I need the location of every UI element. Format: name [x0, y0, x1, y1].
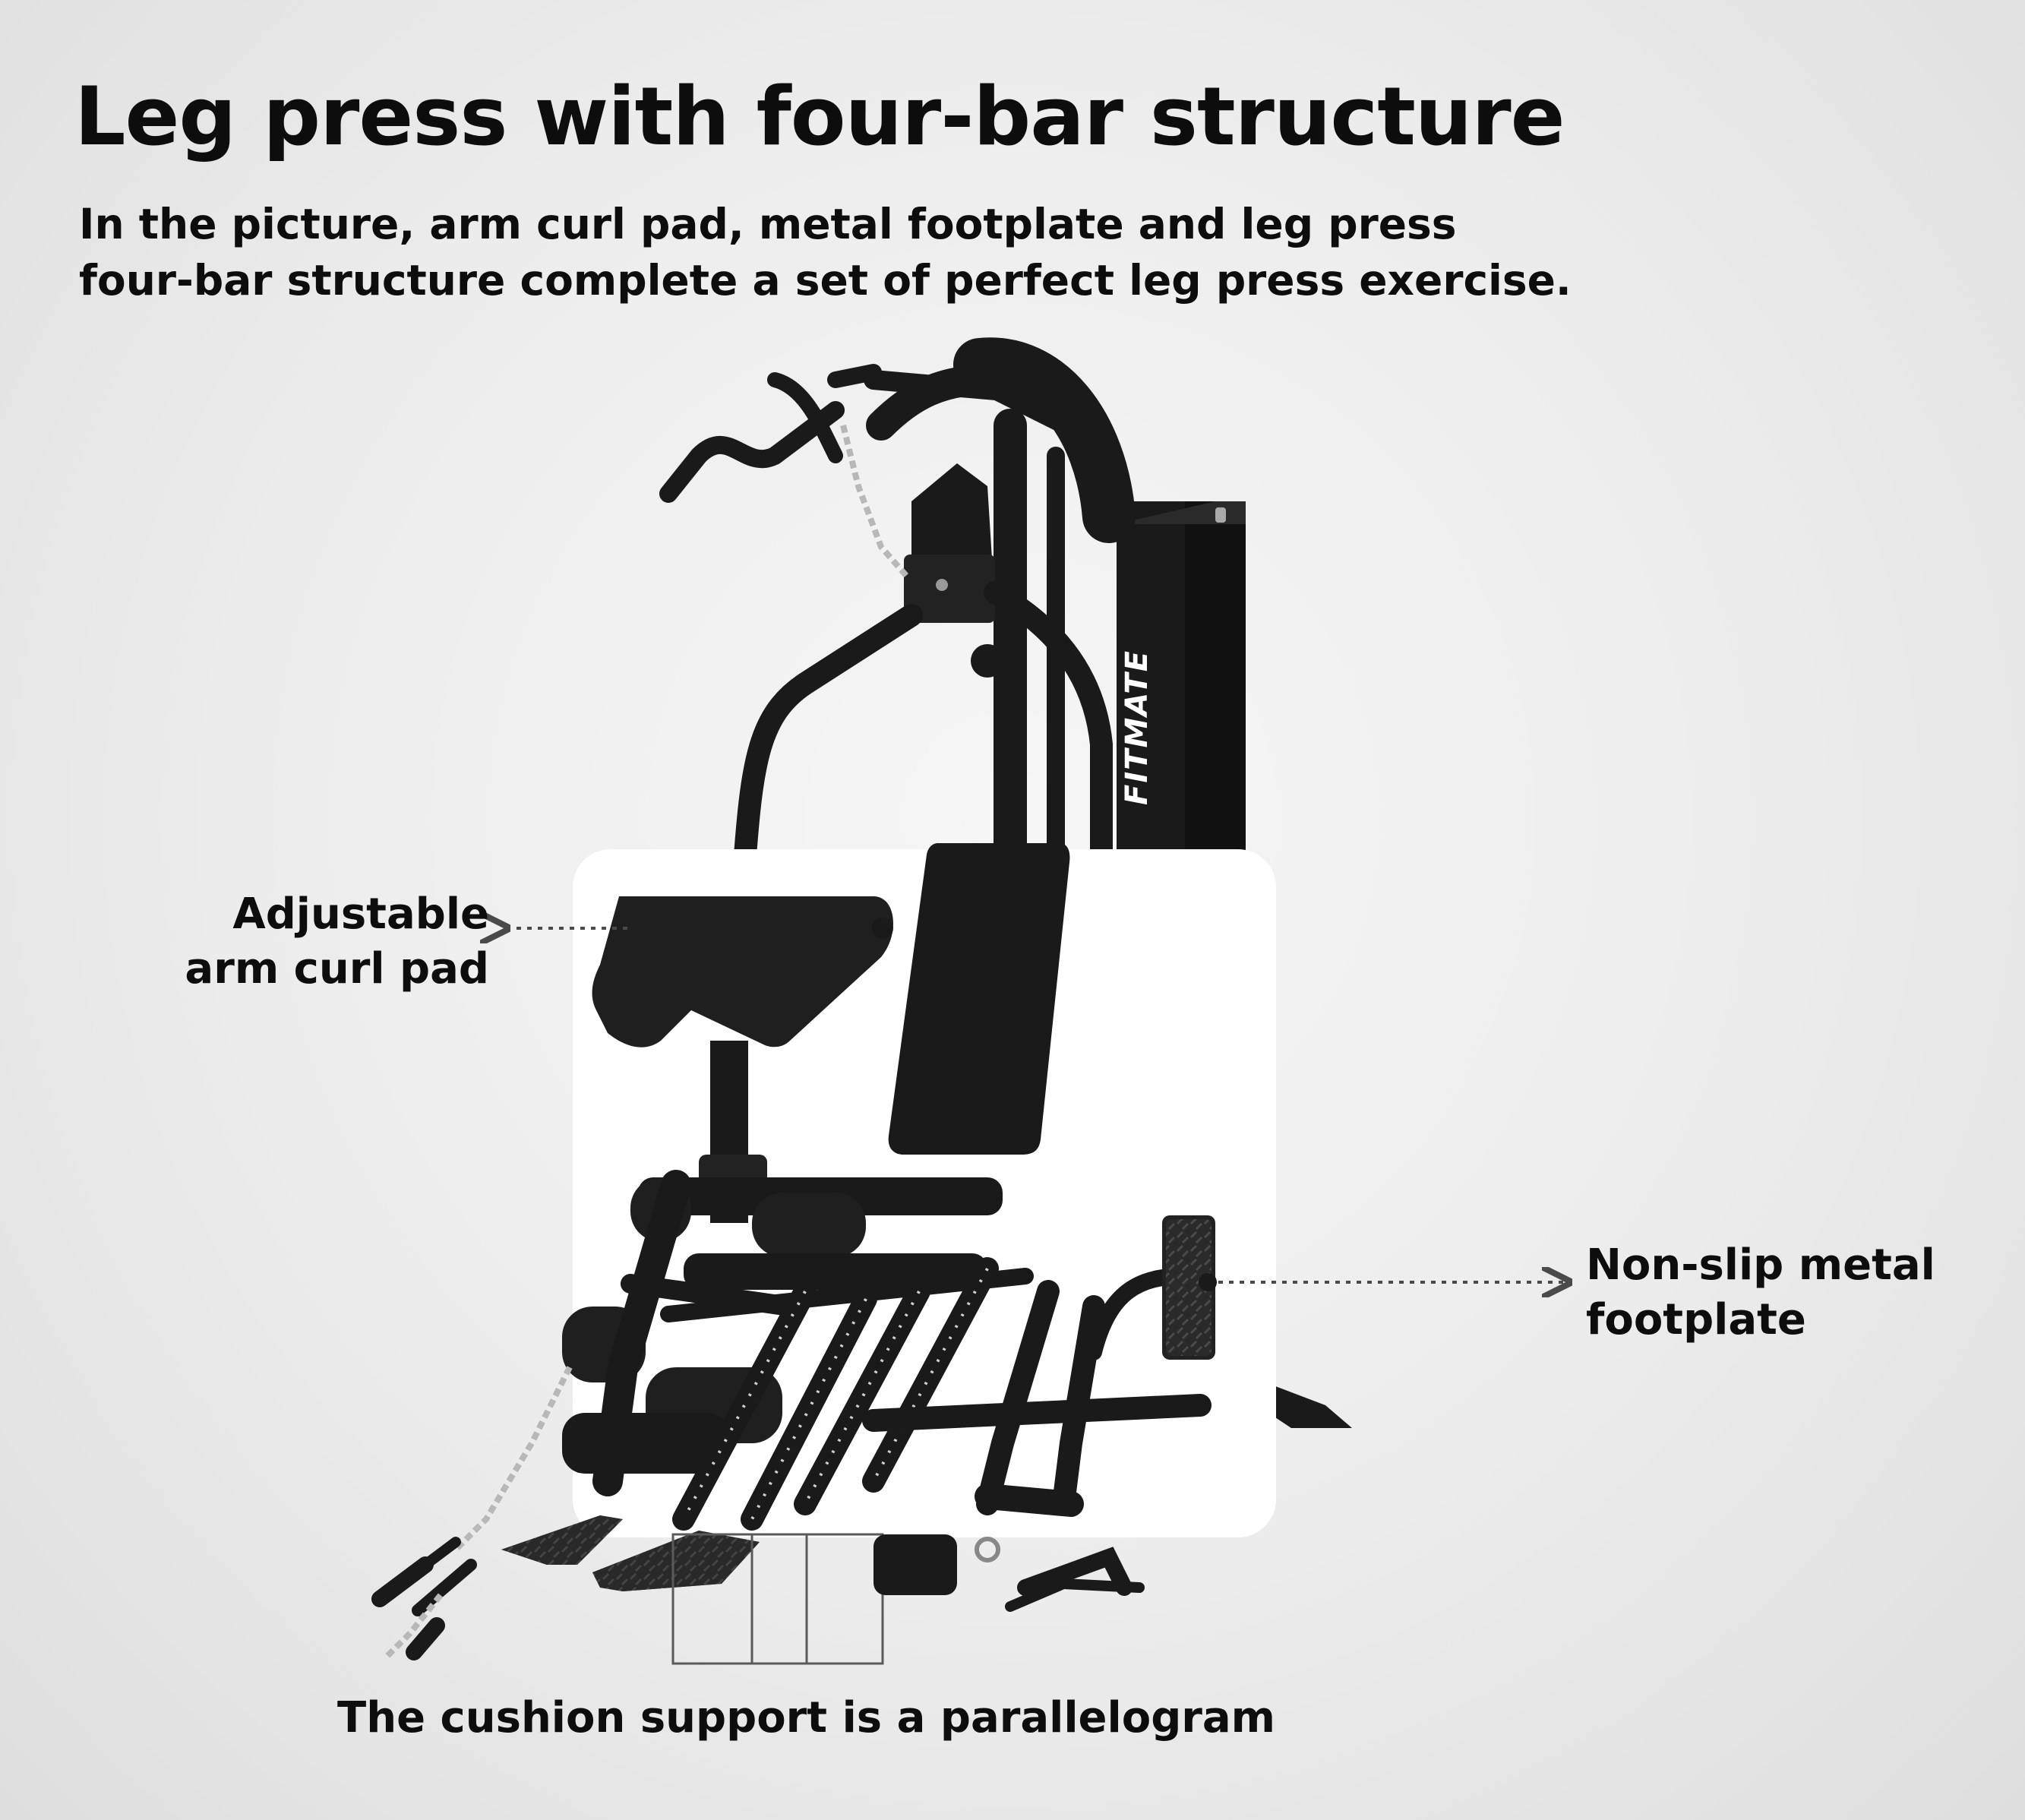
- callout-footplate-line-1: Non-slip metal: [1586, 1240, 1935, 1290]
- subtitle-line-2: four-bar structure complete a set of per…: [79, 256, 1572, 305]
- page-subtitle: In the picture, arm curl pad, metal foot…: [79, 196, 1750, 308]
- arm-curl-pad: [592, 896, 894, 1047]
- low-chain: [453, 1366, 573, 1552]
- low-pulley: [873, 1534, 1000, 1595]
- callout-arm-pad-connector: [504, 918, 893, 939]
- callout-footplate-connector: [1199, 1273, 1566, 1291]
- callout-cushion-parallelogram: The cushion support is a parallelogram: [337, 1693, 1276, 1743]
- single-hand-grip: [371, 1537, 477, 1660]
- top-chain: [840, 425, 911, 580]
- v-handle: [1005, 1547, 1145, 1612]
- page-title: Leg press with four-bar structure: [74, 70, 1565, 163]
- bottom-chain: [385, 1593, 444, 1658]
- seat-assembly: [562, 843, 1070, 1474]
- brand-logo: FITMATE: [1120, 649, 1155, 805]
- non-slip-footplate: [1162, 1215, 1215, 1360]
- callout-arm-curl-pad: Adjustable arm curl pad: [185, 887, 489, 997]
- base-frame: [862, 1268, 1212, 1517]
- leg-press-footplates: [501, 1515, 760, 1591]
- pulley-housing: [904, 463, 1004, 678]
- parallelogram-guide: [671, 1533, 884, 1665]
- callout-arm-pad-line-1: Adjustable: [232, 889, 489, 939]
- callout-footplate: Non-slip metal footplate: [1586, 1238, 1935, 1348]
- subtitle-line-1: In the picture, arm curl pad, metal foot…: [79, 200, 1457, 248]
- callout-footplate-line-2: footplate: [1586, 1295, 1806, 1344]
- callout-arm-pad-line-2: arm curl pad: [185, 944, 489, 994]
- four-bar-rivets: [682, 1268, 989, 1520]
